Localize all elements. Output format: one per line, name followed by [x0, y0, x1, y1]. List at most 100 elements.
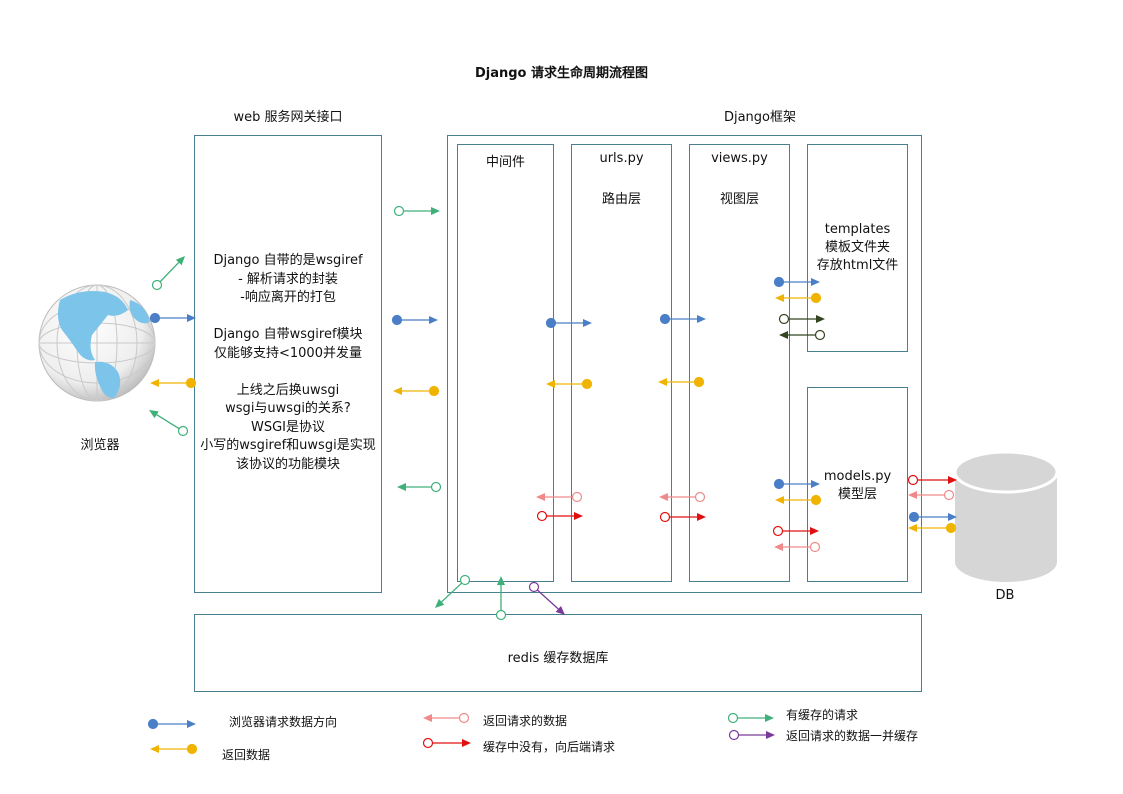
- urls-box: urls.py 路由层: [571, 144, 672, 582]
- arrow-head: [775, 496, 784, 504]
- return-data-arrow: [908, 489, 955, 501]
- arrow-head: [766, 731, 775, 739]
- arrow-head: [431, 207, 440, 215]
- arrow-head: [779, 331, 788, 339]
- templates-label: templates 模板文件夹 存放html文件: [808, 221, 907, 275]
- return-arrow: [393, 385, 440, 397]
- arrow-tail-dot: [659, 313, 671, 325]
- browser-label: 浏览器: [80, 438, 120, 453]
- cached-request-arrow: [393, 205, 440, 217]
- request-arrow: [545, 317, 592, 329]
- gateway-line: 小写的wsgiref和uwsgi是实现: [200, 438, 376, 453]
- gateway-line: Django 自带的是wsgiref: [213, 253, 363, 268]
- gateway-line: wsgi与uwsgi的关系?: [225, 401, 351, 416]
- request-arrow: [773, 276, 820, 288]
- arrow-tail-dot: [810, 292, 822, 304]
- arrow-tail-dot: [536, 510, 548, 522]
- legend-cache-store-text: 返回请求的数据一并缓存: [786, 729, 919, 743]
- models-line: 模型层: [837, 487, 877, 502]
- return-arrow: [775, 494, 822, 506]
- urls-title: urls.py: [599, 151, 644, 166]
- arrow-tail-dot: [773, 276, 785, 288]
- arrow-tail-dot: [391, 314, 403, 326]
- gateway-line: -响应离开的打包: [240, 290, 336, 305]
- templates-arrow-arrow: [778, 313, 825, 325]
- arrow-tail-dot: [430, 481, 442, 493]
- arrow-tail-dot: [149, 312, 161, 324]
- cached-request-arrow: [149, 410, 189, 437]
- legend-backend-request-text: 缓存中没有，向后端请求: [483, 740, 616, 754]
- backend-request-arrow: [422, 737, 471, 749]
- views-subtitle: 视图层: [719, 192, 759, 207]
- return-arrow: [658, 376, 705, 388]
- cache-store-arrow: [528, 581, 565, 615]
- arrow-shaft: [159, 262, 180, 283]
- arrow-tail-dot: [147, 718, 159, 730]
- backend-request-arrow: [907, 474, 957, 486]
- arrows-layer: [147, 205, 957, 755]
- arrow-head: [435, 598, 445, 608]
- gateway-line: 仅能够支持<1000并发量: [214, 345, 362, 361]
- arrow-head: [948, 513, 957, 521]
- arrow-head: [497, 576, 505, 585]
- arrow-head: [546, 380, 555, 388]
- arrow-head: [574, 512, 583, 520]
- arrow-head: [659, 493, 668, 501]
- middleware-box: 中间件: [457, 144, 554, 582]
- arrow-tail-dot: [778, 313, 790, 325]
- arrow-tail-dot: [728, 729, 740, 741]
- backend-request-arrow: [772, 525, 819, 537]
- return-data-arrow: [423, 712, 470, 724]
- arrow-shaft: [156, 414, 180, 430]
- request-arrow: [773, 478, 820, 490]
- arrow-tail-dot: [814, 329, 826, 341]
- return-data-arrow: [774, 541, 821, 553]
- arrow-tail-dot: [458, 712, 470, 724]
- arrow-tail-dot: [185, 377, 197, 389]
- arrow-tail-dot: [571, 491, 583, 503]
- arrow-tail-dot: [809, 541, 821, 553]
- models-label: models.py 模型层: [808, 468, 907, 504]
- request-arrow: [149, 312, 196, 324]
- arrow-head: [150, 745, 159, 753]
- arrow-head: [423, 714, 432, 722]
- legend-return-data-text: 返回请求的数据: [483, 714, 568, 728]
- gateway-line: Django 自带wsgiref模块: [213, 327, 363, 342]
- arrow-head: [583, 319, 592, 327]
- arrow-head: [429, 316, 438, 324]
- arrow-shaft: [441, 582, 463, 603]
- arrow-tail-dot: [495, 609, 507, 621]
- arrow-tail-dot: [772, 525, 784, 537]
- arrow-tail-dot: [694, 491, 706, 503]
- arrow-tail-dot: [727, 712, 739, 724]
- arrow-tail-dot: [428, 385, 440, 397]
- models-line: models.py: [823, 469, 892, 484]
- redis-box: redis 缓存数据库: [194, 614, 922, 692]
- gateway-line: WSGI是协议: [250, 419, 325, 435]
- arrow-head: [775, 294, 784, 302]
- arrow-tail-dot: [528, 581, 540, 593]
- urls-subtitle: 路由层: [601, 192, 641, 207]
- legend-request-text: 浏览器请求数据方向: [229, 715, 338, 729]
- db-label: DB: [995, 588, 1015, 603]
- arrow-tail-dot: [422, 737, 434, 749]
- arrow-tail-dot: [151, 279, 163, 291]
- arrow-head: [765, 714, 774, 722]
- backend-request-arrow: [659, 511, 706, 523]
- arrow-tail-dot: [908, 511, 920, 523]
- request-arrow: [147, 718, 196, 730]
- arrow-tail-dot: [945, 522, 957, 534]
- middleware-title: 中间件: [485, 155, 525, 170]
- gateway-line: 上线之后换uwsgi: [236, 382, 340, 398]
- return-arrow: [150, 377, 197, 389]
- request-arrow: [908, 511, 957, 523]
- arrow-head: [697, 513, 706, 521]
- django-box: [447, 135, 922, 593]
- cached-request-arrow: [397, 481, 442, 493]
- globe-icon: [38, 284, 156, 402]
- arrow-tail-dot: [907, 474, 919, 486]
- request-arrow: [391, 314, 438, 326]
- arrow-head: [774, 543, 783, 551]
- return-data-arrow: [659, 491, 706, 503]
